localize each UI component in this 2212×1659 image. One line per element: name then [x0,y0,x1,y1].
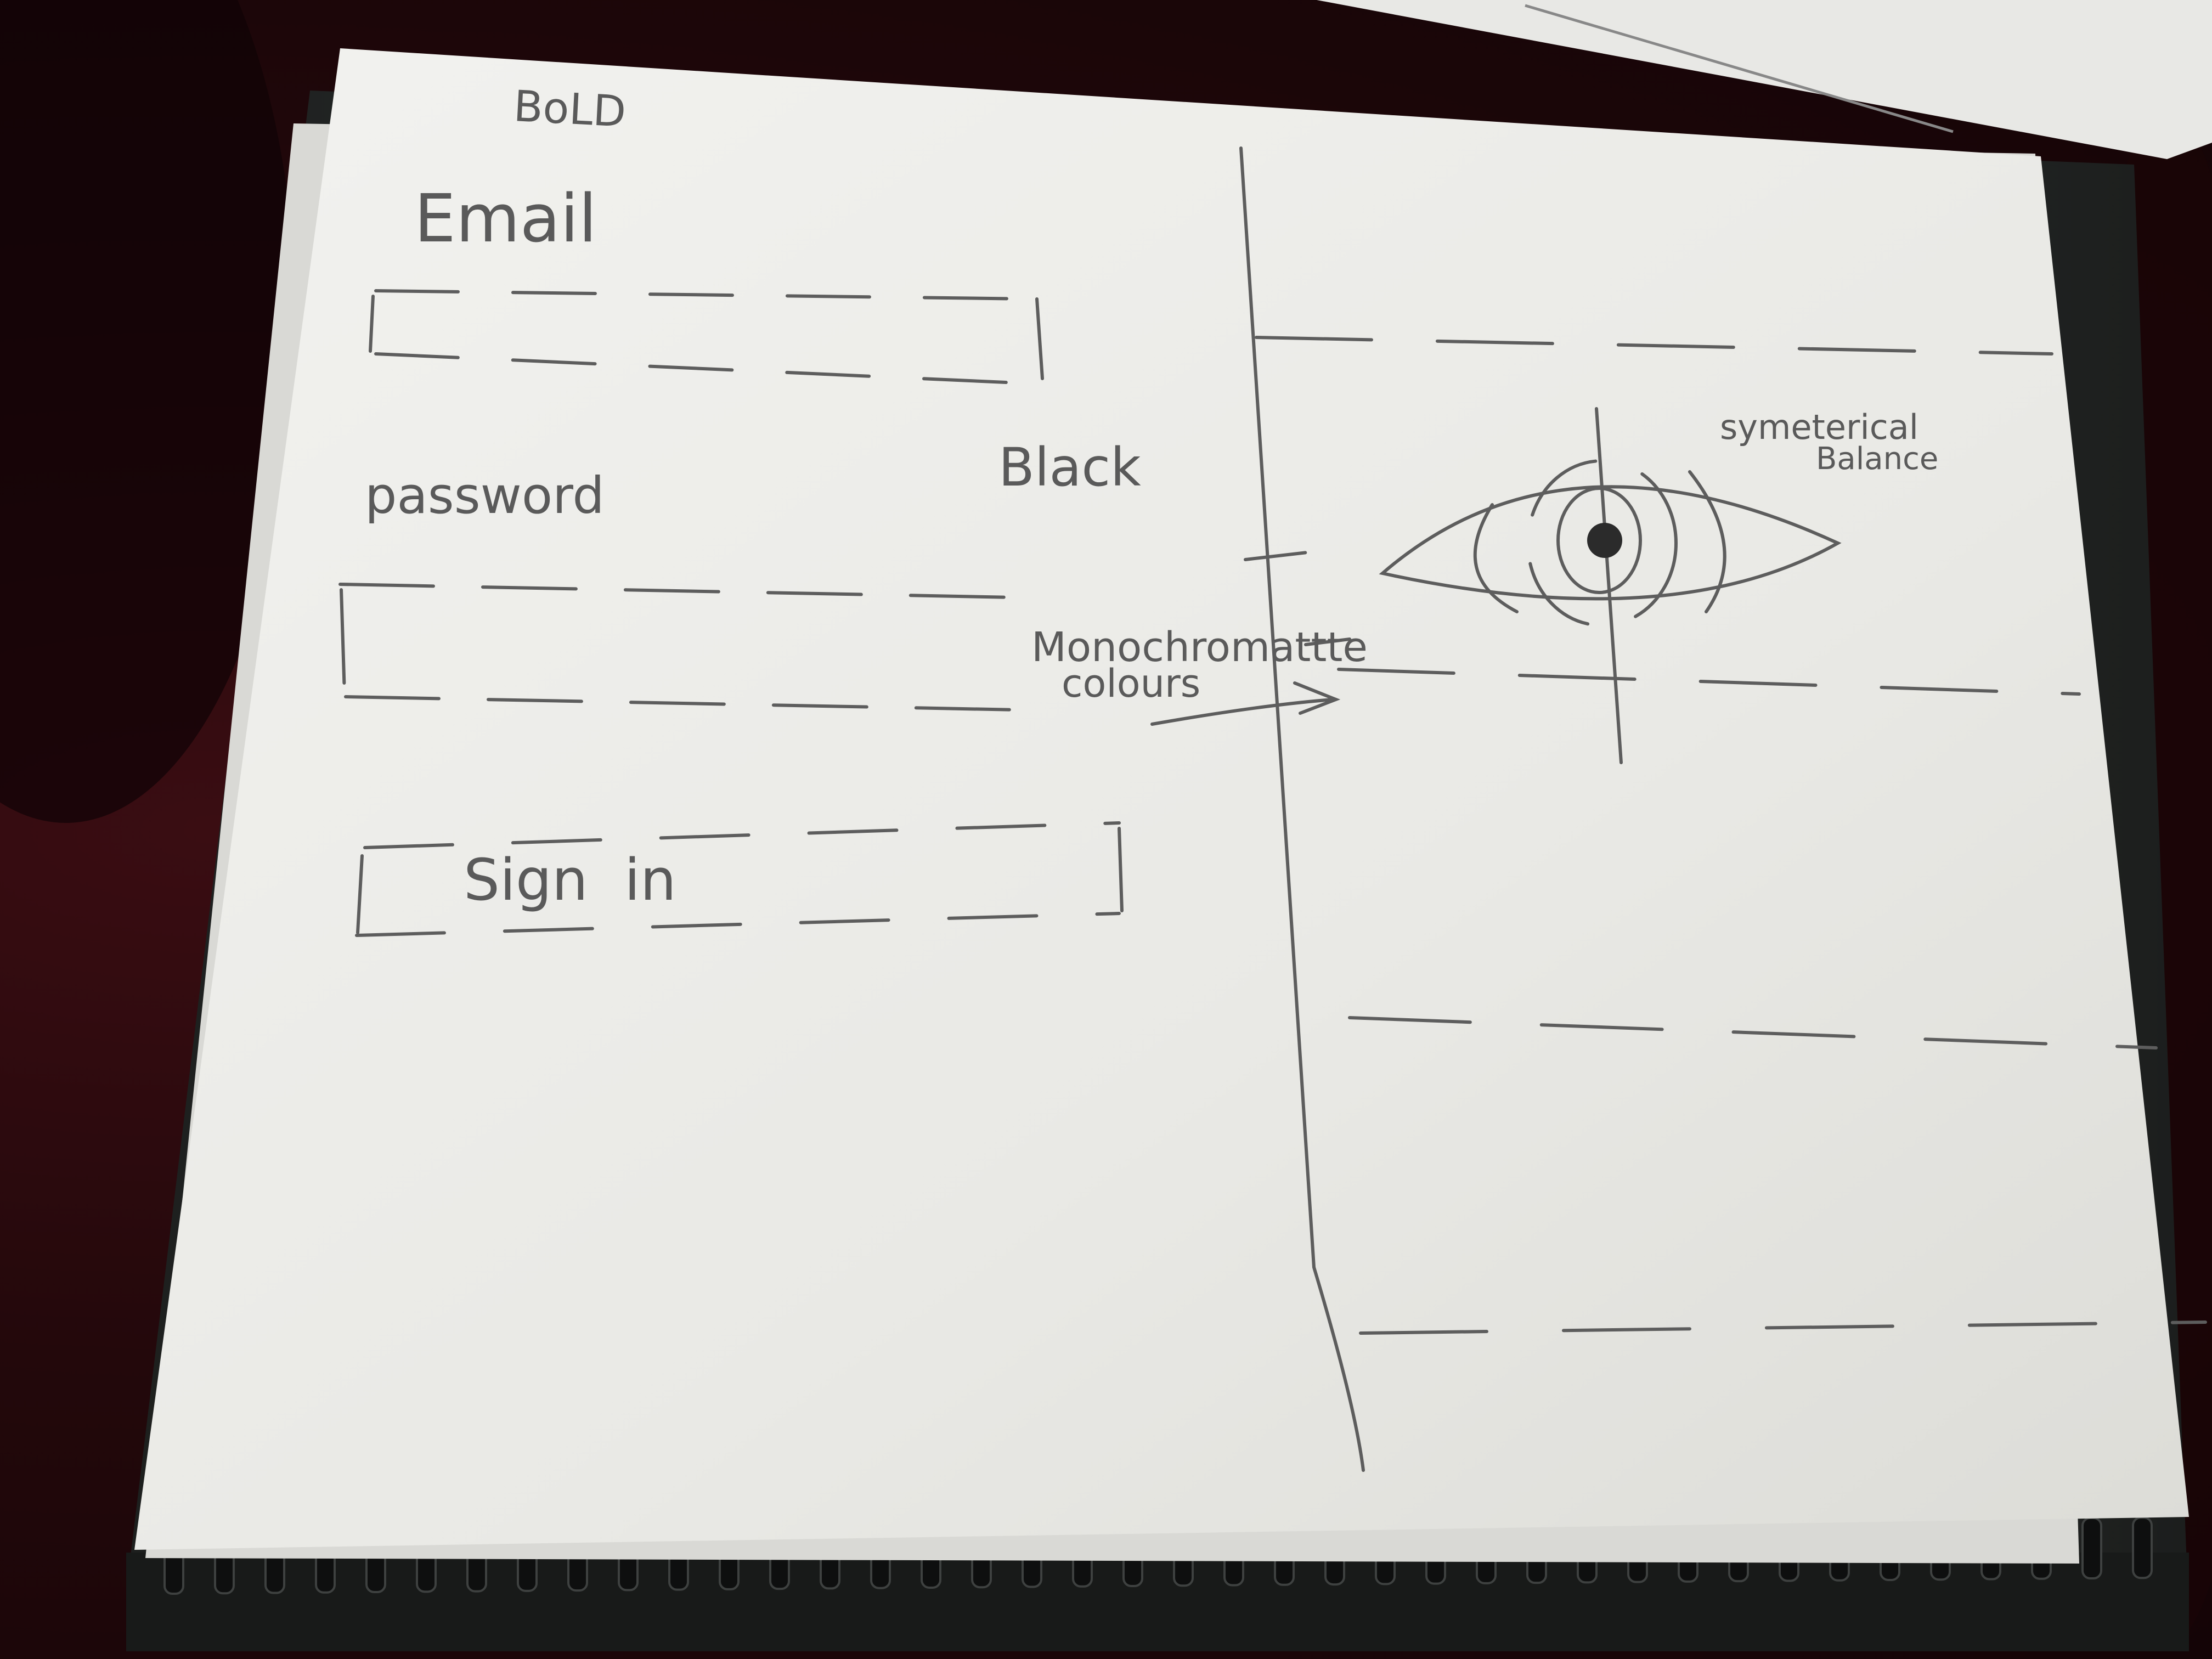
monochrome-arrow [1150,681,1341,726]
eye-pupil [1587,523,1622,558]
note-monochrome-line2: colours [1062,661,1200,706]
eye-icon [1473,503,1519,613]
eye-icon [1379,485,1842,601]
note-balance-line1: symeterical [1720,407,1918,447]
note-balance-line2: Balance [1816,441,1938,477]
note-black: Black [998,437,1141,498]
eye-iris [1556,487,1642,594]
eye-icon [1688,470,1726,613]
second-paper-sheet [1317,0,2212,159]
spiral-ring [2132,1516,2153,1579]
email-label: Email [414,181,597,257]
note-monochrome-line1: Monochromattte [1031,624,1368,671]
password-input-box [338,583,1049,712]
eye-crosshair-horizontal [1244,550,1351,646]
eye-crosshair-vertical [1595,407,1623,764]
right-panel-line [1359,1321,2207,1335]
password-label: password [365,466,605,525]
right-panel-line [1255,336,2053,356]
right-panel-line [1348,1016,2158,1049]
right-panel-line [1337,668,2081,696]
sign-in-button-box [355,821,1124,937]
spiral-ring [2081,1517,2102,1580]
sketch-paper [134,48,2189,1550]
second-paper-sketch-line [1525,4,1954,133]
bold-heading: BoLD [512,82,627,137]
email-input-box [369,289,1044,386]
eye-iris [1526,459,1678,627]
sign-in-button-label[interactable]: Sign in [464,847,676,913]
panel-divider-line [1239,146,1365,1472]
background-shadow [0,0,296,823]
